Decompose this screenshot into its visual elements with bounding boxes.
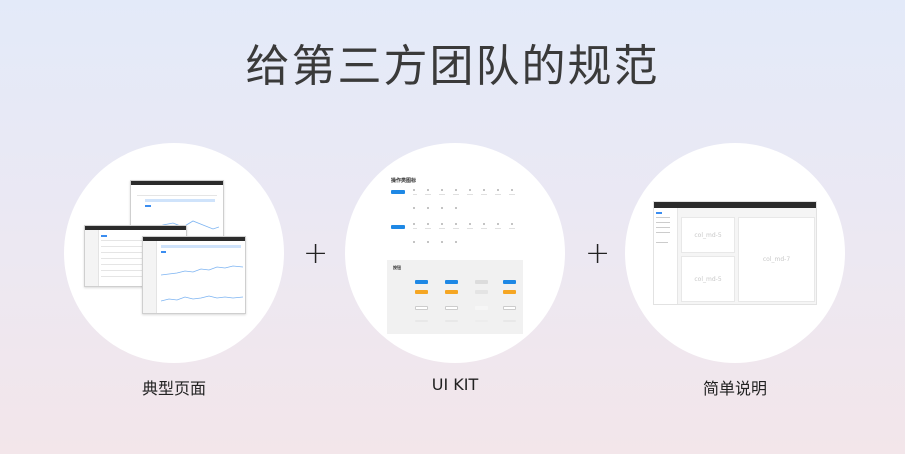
kit-sample-button [445, 320, 458, 322]
kit-sample-button [415, 290, 428, 294]
kit-sample-button [391, 190, 405, 194]
icon-grid-graphic [413, 189, 515, 243]
kit-panel-title: 按钮 [393, 265, 401, 270]
kit-section-title: 操作类图标 [391, 178, 417, 184]
page-screenshot-front [142, 236, 246, 314]
kit-sample-button [475, 280, 488, 284]
kit-sample-button [475, 320, 488, 322]
page-title: 给第三方团队的规范 [245, 41, 660, 92]
kit-sample-button [445, 280, 458, 284]
kit-sample-button [503, 290, 516, 294]
kit-sample-button [445, 306, 458, 310]
grid-layout-preview: col_md-5 col_md-5 col_md-7 [653, 201, 817, 305]
kit-sample-button [415, 306, 428, 310]
typical-pages-label: 典型页面 [141, 379, 206, 398]
kit-sample-button [503, 320, 516, 322]
line-chart-graphic [161, 265, 243, 302]
simple-explanation-circle: col_md-5 col_md-5 col_md-7 [625, 143, 845, 363]
ui-kit-circle: 操作类图标 按钮 [345, 143, 565, 363]
kit-sample-button [503, 306, 516, 310]
typical-pages-circle [64, 143, 284, 363]
grid-col-md-5-bottom: col_md-5 [681, 256, 735, 302]
grid-col-md-7: col_md-7 [738, 217, 815, 302]
kit-sample-button [475, 306, 488, 310]
simple-explanation-label: 简单说明 [702, 379, 767, 398]
ui-kit-label: UI KIT [431, 375, 479, 394]
kit-sample-button [415, 320, 428, 322]
kit-sample-button [415, 280, 428, 284]
kit-sample-button [503, 280, 516, 284]
kit-sample-button [445, 290, 458, 294]
button-kit-panel: 按钮 [387, 260, 523, 334]
grid-col-md-5-top: col_md-5 [681, 217, 735, 253]
plus-sign: + [303, 236, 329, 271]
kit-sample-button [475, 290, 488, 294]
plus-sign: + [585, 236, 611, 271]
kit-sample-button [391, 225, 405, 229]
